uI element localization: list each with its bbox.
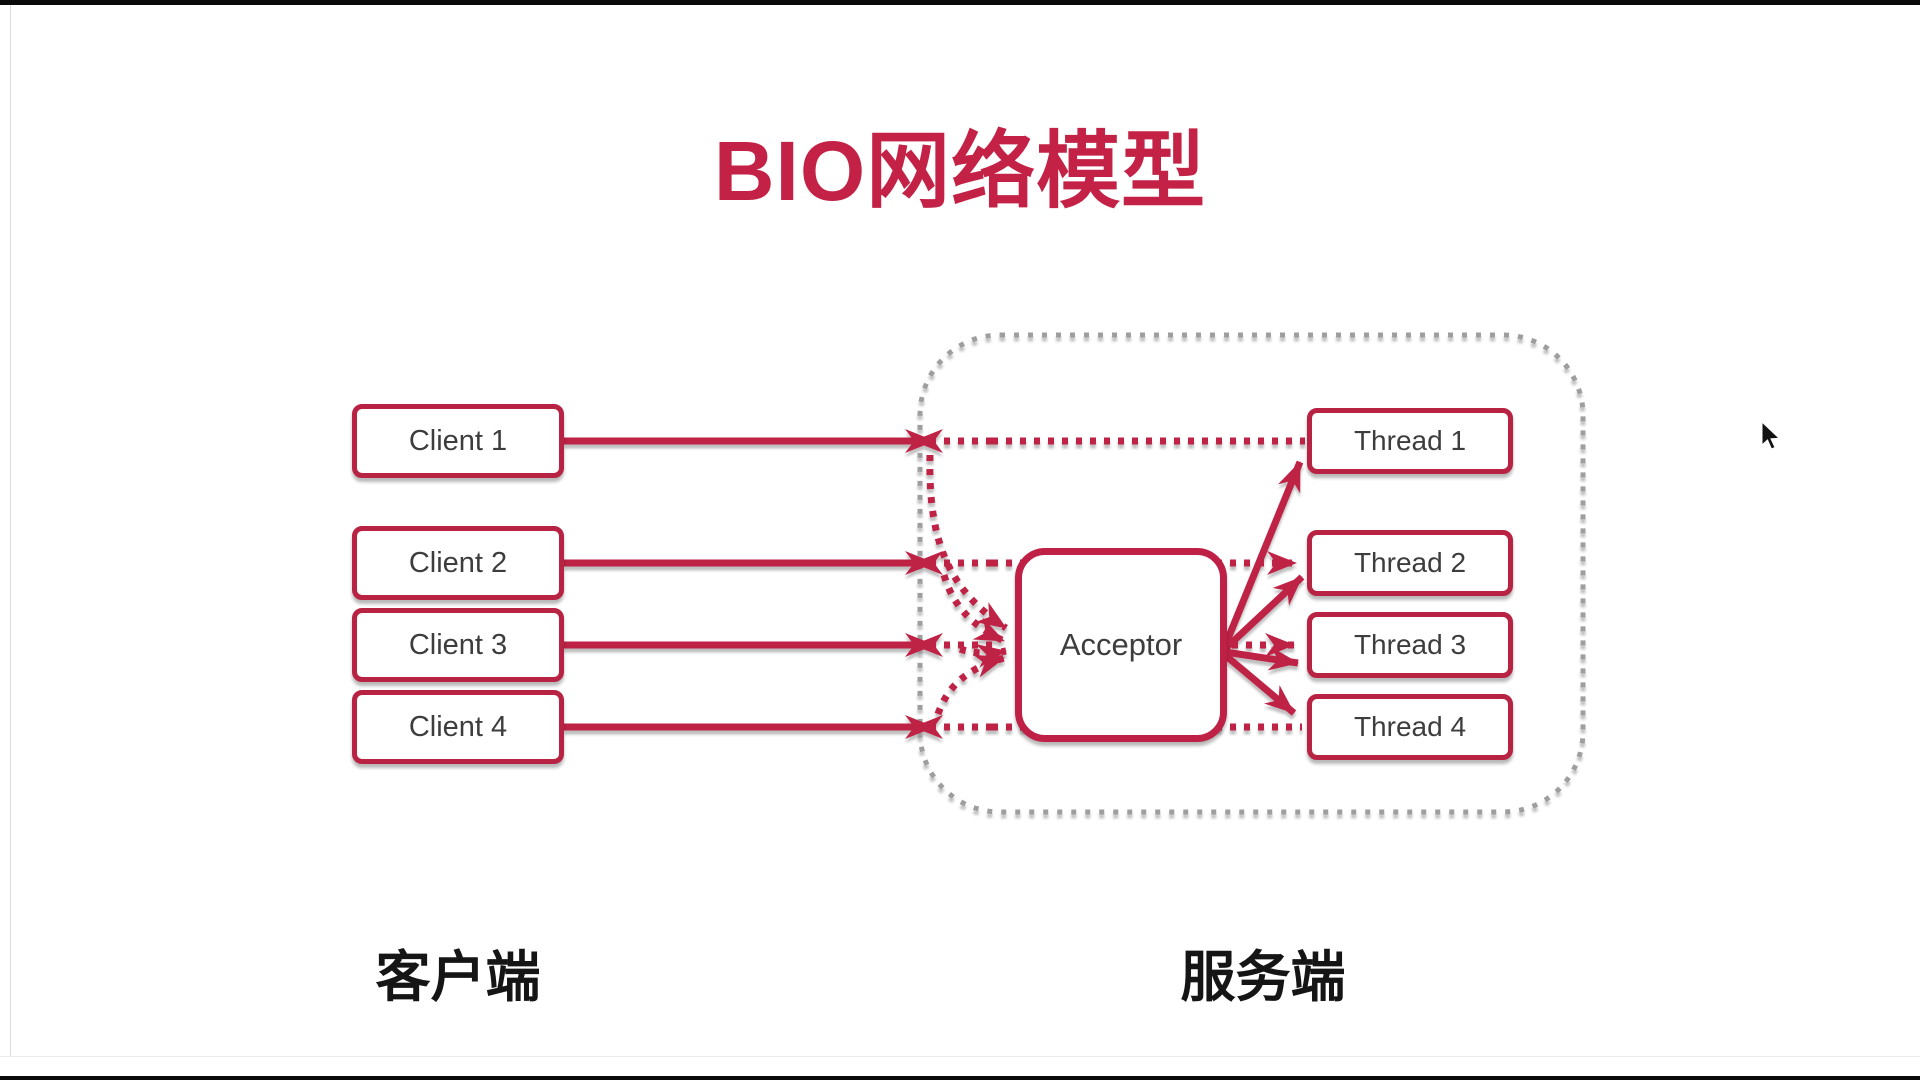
- node-client-1: Client 1: [352, 404, 564, 478]
- accept-curves: [926, 454, 1008, 716]
- client-request-arrows: [564, 429, 935, 739]
- thread-2-label: Thread 2: [1353, 547, 1467, 578]
- mouse-cursor: [1761, 420, 1781, 450]
- top-letterbox-bar: [0, 0, 1920, 5]
- server-side-label: 服务端: [1180, 946, 1346, 1008]
- thread-1-label: Thread 1: [1353, 425, 1467, 456]
- node-client-2: Client 2: [352, 526, 564, 600]
- client-2-label: Client 2: [408, 546, 508, 579]
- node-thread-1: Thread 1: [1307, 408, 1513, 474]
- bottom-hairline: [0, 1056, 1920, 1057]
- client-3-label: Client 3: [408, 628, 508, 661]
- client-1-label: Client 1: [408, 424, 508, 457]
- node-acceptor: Acceptor: [1015, 548, 1227, 742]
- node-thread-3: Thread 3: [1307, 612, 1513, 678]
- page-title: BIO网络模型: [713, 124, 1207, 218]
- acceptor-label: Acceptor: [1059, 627, 1183, 662]
- client-4-label: Client 4: [408, 710, 508, 743]
- node-client-3: Client 3: [352, 608, 564, 682]
- thread-4-label: Thread 4: [1353, 711, 1467, 742]
- dispatch-arrows: [1221, 460, 1305, 716]
- thread-3-label: Thread 3: [1353, 629, 1467, 660]
- client-side-label: 客户端: [375, 946, 541, 1008]
- node-thread-4: Thread 4: [1307, 694, 1513, 760]
- bottom-letterbox-bar: [0, 1076, 1920, 1080]
- node-client-4: Client 4: [352, 690, 564, 764]
- server-boundary: [917, 332, 1586, 815]
- left-edge-line: [10, 5, 11, 1056]
- node-thread-2: Thread 2: [1307, 530, 1513, 596]
